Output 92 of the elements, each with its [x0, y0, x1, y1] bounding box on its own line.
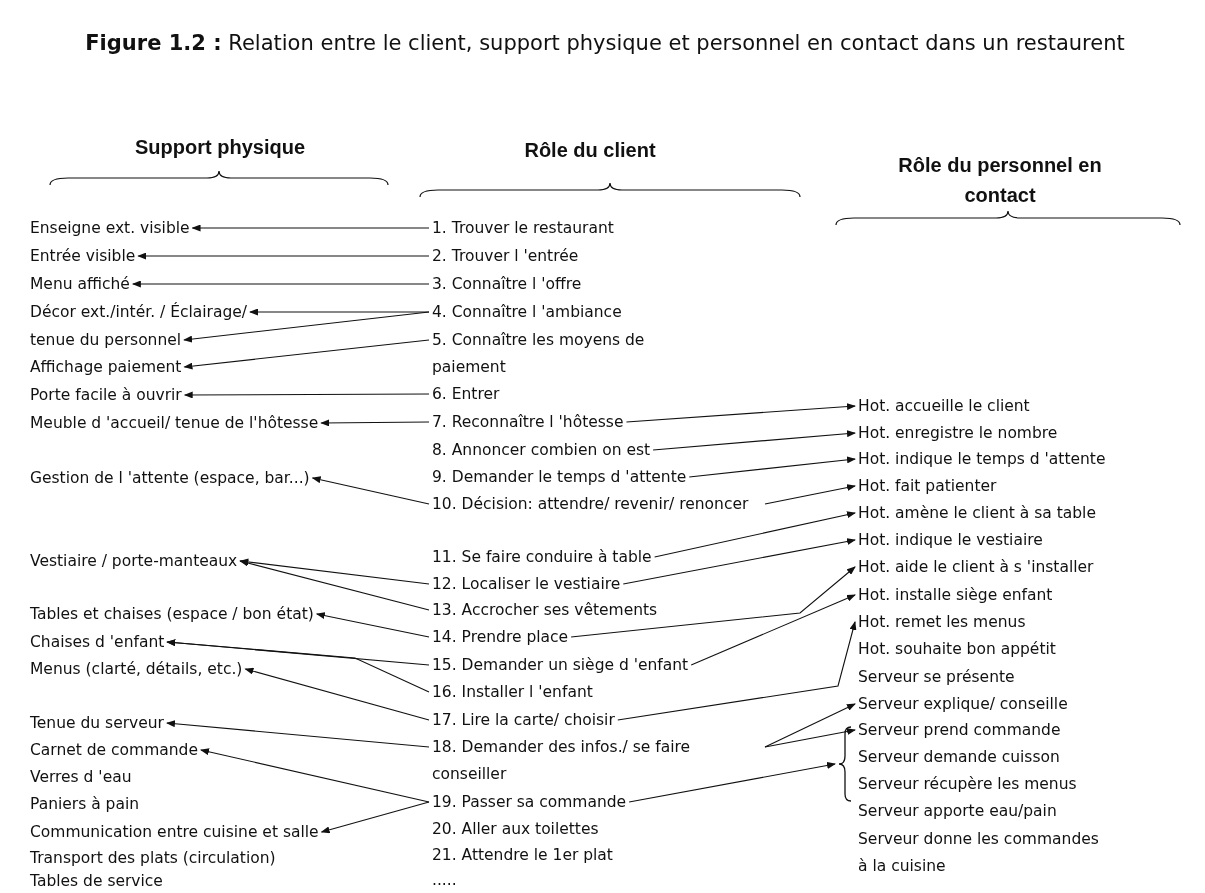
client-step: 1. Trouver le restaurant [432, 218, 614, 238]
support-item: Transport des plats (circulation) [30, 848, 276, 868]
support-item: Menus (clarté, détails, etc.) [30, 659, 243, 679]
arrow [652, 430, 856, 451]
client-step: 7. Reconnaître l 'hôtesse [432, 412, 624, 432]
arrow [183, 339, 430, 370]
staff-action: Hot. aide le client à s 'installer [858, 557, 1094, 577]
arrow [320, 801, 430, 834]
arrow [311, 476, 430, 505]
arrow [166, 639, 430, 693]
arrow [320, 419, 430, 427]
client-step: 17. Lire la carte/ choisir [432, 710, 615, 730]
client-step: 10. Décision: attendre/ revenir/ renoncer [432, 490, 762, 518]
arrow [764, 703, 856, 748]
column-heading: Support physique [134, 135, 306, 160]
column-heading: Rôle du client [523, 138, 657, 163]
arrow [315, 612, 430, 638]
arrow [622, 538, 856, 585]
client-step: 18. Demander des infos./ se faire conseiller [432, 733, 762, 788]
staff-action: Serveur demande cuisson [858, 747, 1060, 767]
client-step: 5. Connaître les moyens de paiement [432, 326, 702, 381]
arrow [131, 280, 430, 288]
staff-action: Hot. remet les menus [858, 612, 1026, 632]
client-step: ..... [432, 870, 457, 890]
staff-action: Hot. installe siège enfant [858, 585, 1053, 605]
client-step: 14. Prendre place [432, 627, 569, 647]
client-step: 13. Accrocher ses vêtements [432, 600, 658, 620]
staff-action: Serveur récupère les menus [858, 774, 1077, 794]
staff-action: Serveur prend commande [858, 720, 1061, 740]
column-heading: Rôle du personnel en contact [897, 153, 1103, 208]
arrow [654, 511, 856, 558]
arrow [165, 720, 430, 748]
staff-action: Serveur donne les commandes à la cuisine [858, 828, 1100, 877]
support-item: Meuble d 'accueil/ tenue de l'hôtesse [30, 413, 319, 433]
staff-action: Serveur se présente [858, 667, 1015, 687]
client-step: 21. Attendre le 1er plat [432, 845, 613, 865]
support-item: Enseigne ext. visible [30, 218, 190, 238]
support-item: Verres d 'eau [30, 767, 132, 787]
support-item: Tenue du serveur [30, 713, 164, 733]
arrow [239, 559, 430, 611]
support-item: Décor ext./intér. / Éclairage/ [30, 302, 248, 322]
arrow [570, 566, 856, 638]
support-item: Tables de service [30, 871, 163, 891]
support-item: Porte facile à ouvrir [30, 385, 182, 405]
arrow [249, 308, 430, 316]
staff-action: Hot. souhaite bon appétit [858, 639, 1056, 659]
client-step: 16. Installer l 'enfant [432, 682, 593, 702]
figure-title: Figure 1.2 : Relation entre le client, support physique et personnel en contact dans un restaurent [84, 30, 1126, 57]
staff-action: Hot. amène le client à sa table [858, 503, 1096, 523]
support-item: Menu affiché [30, 274, 130, 294]
staff-action: Serveur apporte eau/pain [858, 801, 1057, 821]
support-item: Communication entre cuisine et salle [30, 822, 319, 842]
support-item: Entrée visible [30, 246, 136, 266]
support-item: Affichage paiement [30, 357, 182, 377]
staff-action: Hot. fait patienter [858, 476, 997, 496]
client-step: 9. Demander le temps d 'attente [432, 467, 687, 487]
support-item: Paniers à pain [30, 794, 140, 814]
arrow [617, 621, 857, 721]
support-item: Chaises d 'enfant [30, 632, 165, 652]
support-item: tenue du personnel [30, 330, 182, 350]
staff-action: Serveur explique/ conseille [858, 694, 1068, 714]
client-step: 2. Trouver l 'entrée [432, 246, 579, 266]
support-item: Tables et chaises (espace / bon état) [30, 604, 314, 624]
client-step: 12. Localiser le vestiaire [432, 574, 621, 594]
staff-action: Hot. indique le vestiaire [858, 530, 1043, 550]
arrow [191, 224, 430, 232]
client-step: 11. Se faire conduire à table [432, 547, 652, 567]
support-item: Carnet de commande [30, 740, 198, 760]
client-step: 20. Aller aux toilettes [432, 819, 599, 839]
support-item: Vestiaire / porte-manteaux [30, 551, 238, 571]
staff-action: Hot. indique le temps d 'attente [858, 449, 1106, 469]
arrow [688, 456, 856, 478]
client-step: 6. Entrer [432, 384, 500, 404]
client-step: 4. Connaître l 'ambiance [432, 302, 622, 322]
client-step: 15. Demander un siège d 'enfant [432, 655, 689, 675]
arrow [183, 311, 430, 343]
client-step: 3. Connaître l 'offre [432, 274, 582, 294]
support-item: Gestion de l 'attente (espace, bar...) [30, 468, 310, 488]
client-step: 8. Annoncer combien on est [432, 440, 651, 460]
curly-brace [838, 726, 852, 802]
arrow [244, 667, 430, 721]
staff-action: Hot. enregistre le nombre [858, 423, 1058, 443]
arrow [183, 391, 430, 399]
arrow [625, 403, 856, 423]
arrow [764, 728, 856, 748]
arrow [628, 762, 836, 803]
arrow [137, 252, 430, 260]
arrow [764, 484, 856, 505]
arrow [690, 594, 856, 666]
client-step: 19. Passer sa commande [432, 792, 627, 812]
staff-action: Hot. accueille le client [858, 396, 1030, 416]
arrow [200, 748, 430, 803]
